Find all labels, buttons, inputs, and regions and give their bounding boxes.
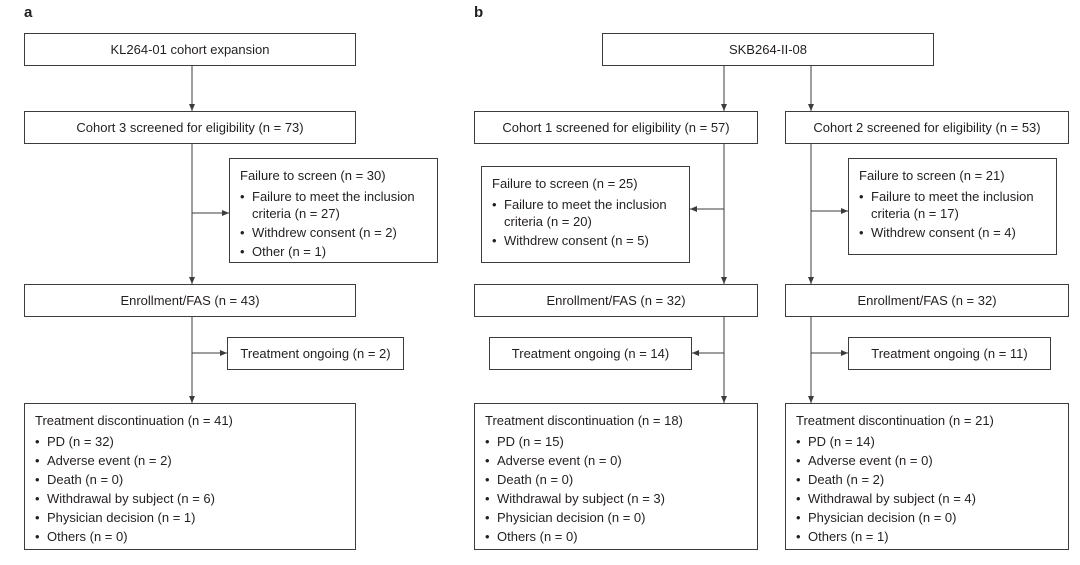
- list-item: Other (n = 1): [240, 243, 427, 260]
- list-item: PD (n = 14): [796, 433, 1058, 450]
- kl264-root-label: KL264-01 cohort expansion: [110, 42, 270, 57]
- cohort3-ongoing-box: Treatment ongoing (n = 2): [227, 337, 404, 370]
- discontinuation-title: Treatment discontinuation (n = 21): [796, 413, 994, 428]
- failure-list: Failure to meet the inclusion criteria (…: [492, 196, 679, 249]
- cohort1-failure-box: Failure to screen (n = 25) Failure to me…: [481, 166, 690, 263]
- enroll-label: Enrollment/FAS (n = 32): [857, 293, 997, 308]
- discontinuation-title: Treatment discontinuation (n = 18): [485, 413, 683, 428]
- list-item: Adverse event (n = 0): [485, 452, 747, 469]
- list-item: Failure to meet the inclusion criteria (…: [492, 196, 679, 230]
- cohort3-screened-label: Cohort 3 screened for eligibility (n = 7…: [76, 120, 304, 135]
- cohort1-discontinuation-box: Treatment discontinuation (n = 18) PD (n…: [474, 403, 758, 550]
- skb264-root-label: SKB264-II-08: [728, 42, 808, 57]
- list-item: Adverse event (n = 0): [796, 452, 1058, 469]
- discontinuation-list: PD (n = 15) Adverse event (n = 0) Death …: [485, 433, 747, 545]
- list-item: Failure to meet the inclusion criteria (…: [240, 188, 427, 222]
- failure-title: Failure to screen (n = 21): [859, 168, 1005, 183]
- cohort3-failure-box: Failure to screen (n = 30) Failure to me…: [229, 158, 438, 263]
- failure-title: Failure to screen (n = 30): [240, 168, 386, 183]
- cohort3-screened-box: Cohort 3 screened for eligibility (n = 7…: [24, 111, 356, 144]
- enroll-label: Enrollment/FAS (n = 43): [120, 293, 260, 308]
- cohort2-screened-box: Cohort 2 screened for eligibility (n = 5…: [785, 111, 1069, 144]
- cohort1-enroll-box: Enrollment/FAS (n = 32): [474, 284, 758, 317]
- cohort3-discontinuation-box: Treatment discontinuation (n = 41) PD (n…: [24, 403, 356, 550]
- list-item: Withdrew consent (n = 2): [240, 224, 427, 241]
- skb264-root-box: SKB264-II-08: [602, 33, 934, 66]
- enroll-label: Enrollment/FAS (n = 32): [546, 293, 686, 308]
- list-item: Others (n = 1): [796, 528, 1058, 545]
- list-item: Physician decision (n = 1): [35, 509, 345, 526]
- list-item: Adverse event (n = 2): [35, 452, 345, 469]
- list-item: Death (n = 2): [796, 471, 1058, 488]
- ongoing-label: Treatment ongoing (n = 14): [511, 346, 670, 361]
- kl264-root-box: KL264-01 cohort expansion: [24, 33, 356, 66]
- list-item: Physician decision (n = 0): [796, 509, 1058, 526]
- discontinuation-title: Treatment discontinuation (n = 41): [35, 413, 233, 428]
- failure-list: Failure to meet the inclusion criteria (…: [240, 188, 427, 260]
- list-item: Death (n = 0): [485, 471, 747, 488]
- list-item: Withdrawal by subject (n = 3): [485, 490, 747, 507]
- cohort1-ongoing-box: Treatment ongoing (n = 14): [489, 337, 692, 370]
- cohort1-screened-label: Cohort 1 screened for eligibility (n = 5…: [502, 120, 730, 135]
- list-item: Withdrawal by subject (n = 4): [796, 490, 1058, 507]
- discontinuation-list: PD (n = 32) Adverse event (n = 2) Death …: [35, 433, 345, 545]
- list-item: PD (n = 15): [485, 433, 747, 450]
- list-item: Others (n = 0): [35, 528, 345, 545]
- cohort2-screened-label: Cohort 2 screened for eligibility (n = 5…: [813, 120, 1041, 135]
- panel-label-a: a: [24, 4, 33, 21]
- list-item: PD (n = 32): [35, 433, 345, 450]
- cohort1-screened-box: Cohort 1 screened for eligibility (n = 5…: [474, 111, 758, 144]
- ongoing-label: Treatment ongoing (n = 11): [871, 346, 1028, 361]
- list-item: Withdrawal by subject (n = 6): [35, 490, 345, 507]
- list-item: Death (n = 0): [35, 471, 345, 488]
- ongoing-label: Treatment ongoing (n = 2): [240, 346, 391, 361]
- panel-label-b: b: [474, 4, 484, 21]
- failure-title: Failure to screen (n = 25): [492, 176, 638, 191]
- list-item: Failure to meet the inclusion criteria (…: [859, 188, 1046, 222]
- list-item: Withdrew consent (n = 4): [859, 224, 1046, 241]
- cohort2-enroll-box: Enrollment/FAS (n = 32): [785, 284, 1069, 317]
- cohort2-failure-box: Failure to screen (n = 21) Failure to me…: [848, 158, 1057, 255]
- cohort2-discontinuation-box: Treatment discontinuation (n = 21) PD (n…: [785, 403, 1069, 550]
- list-item: Physician decision (n = 0): [485, 509, 747, 526]
- failure-list: Failure to meet the inclusion criteria (…: [859, 188, 1046, 241]
- list-item: Others (n = 0): [485, 528, 747, 545]
- cohort2-ongoing-box: Treatment ongoing (n = 11): [848, 337, 1051, 370]
- discontinuation-list: PD (n = 14) Adverse event (n = 0) Death …: [796, 433, 1058, 545]
- cohort3-enroll-box: Enrollment/FAS (n = 43): [24, 284, 356, 317]
- list-item: Withdrew consent (n = 5): [492, 232, 679, 249]
